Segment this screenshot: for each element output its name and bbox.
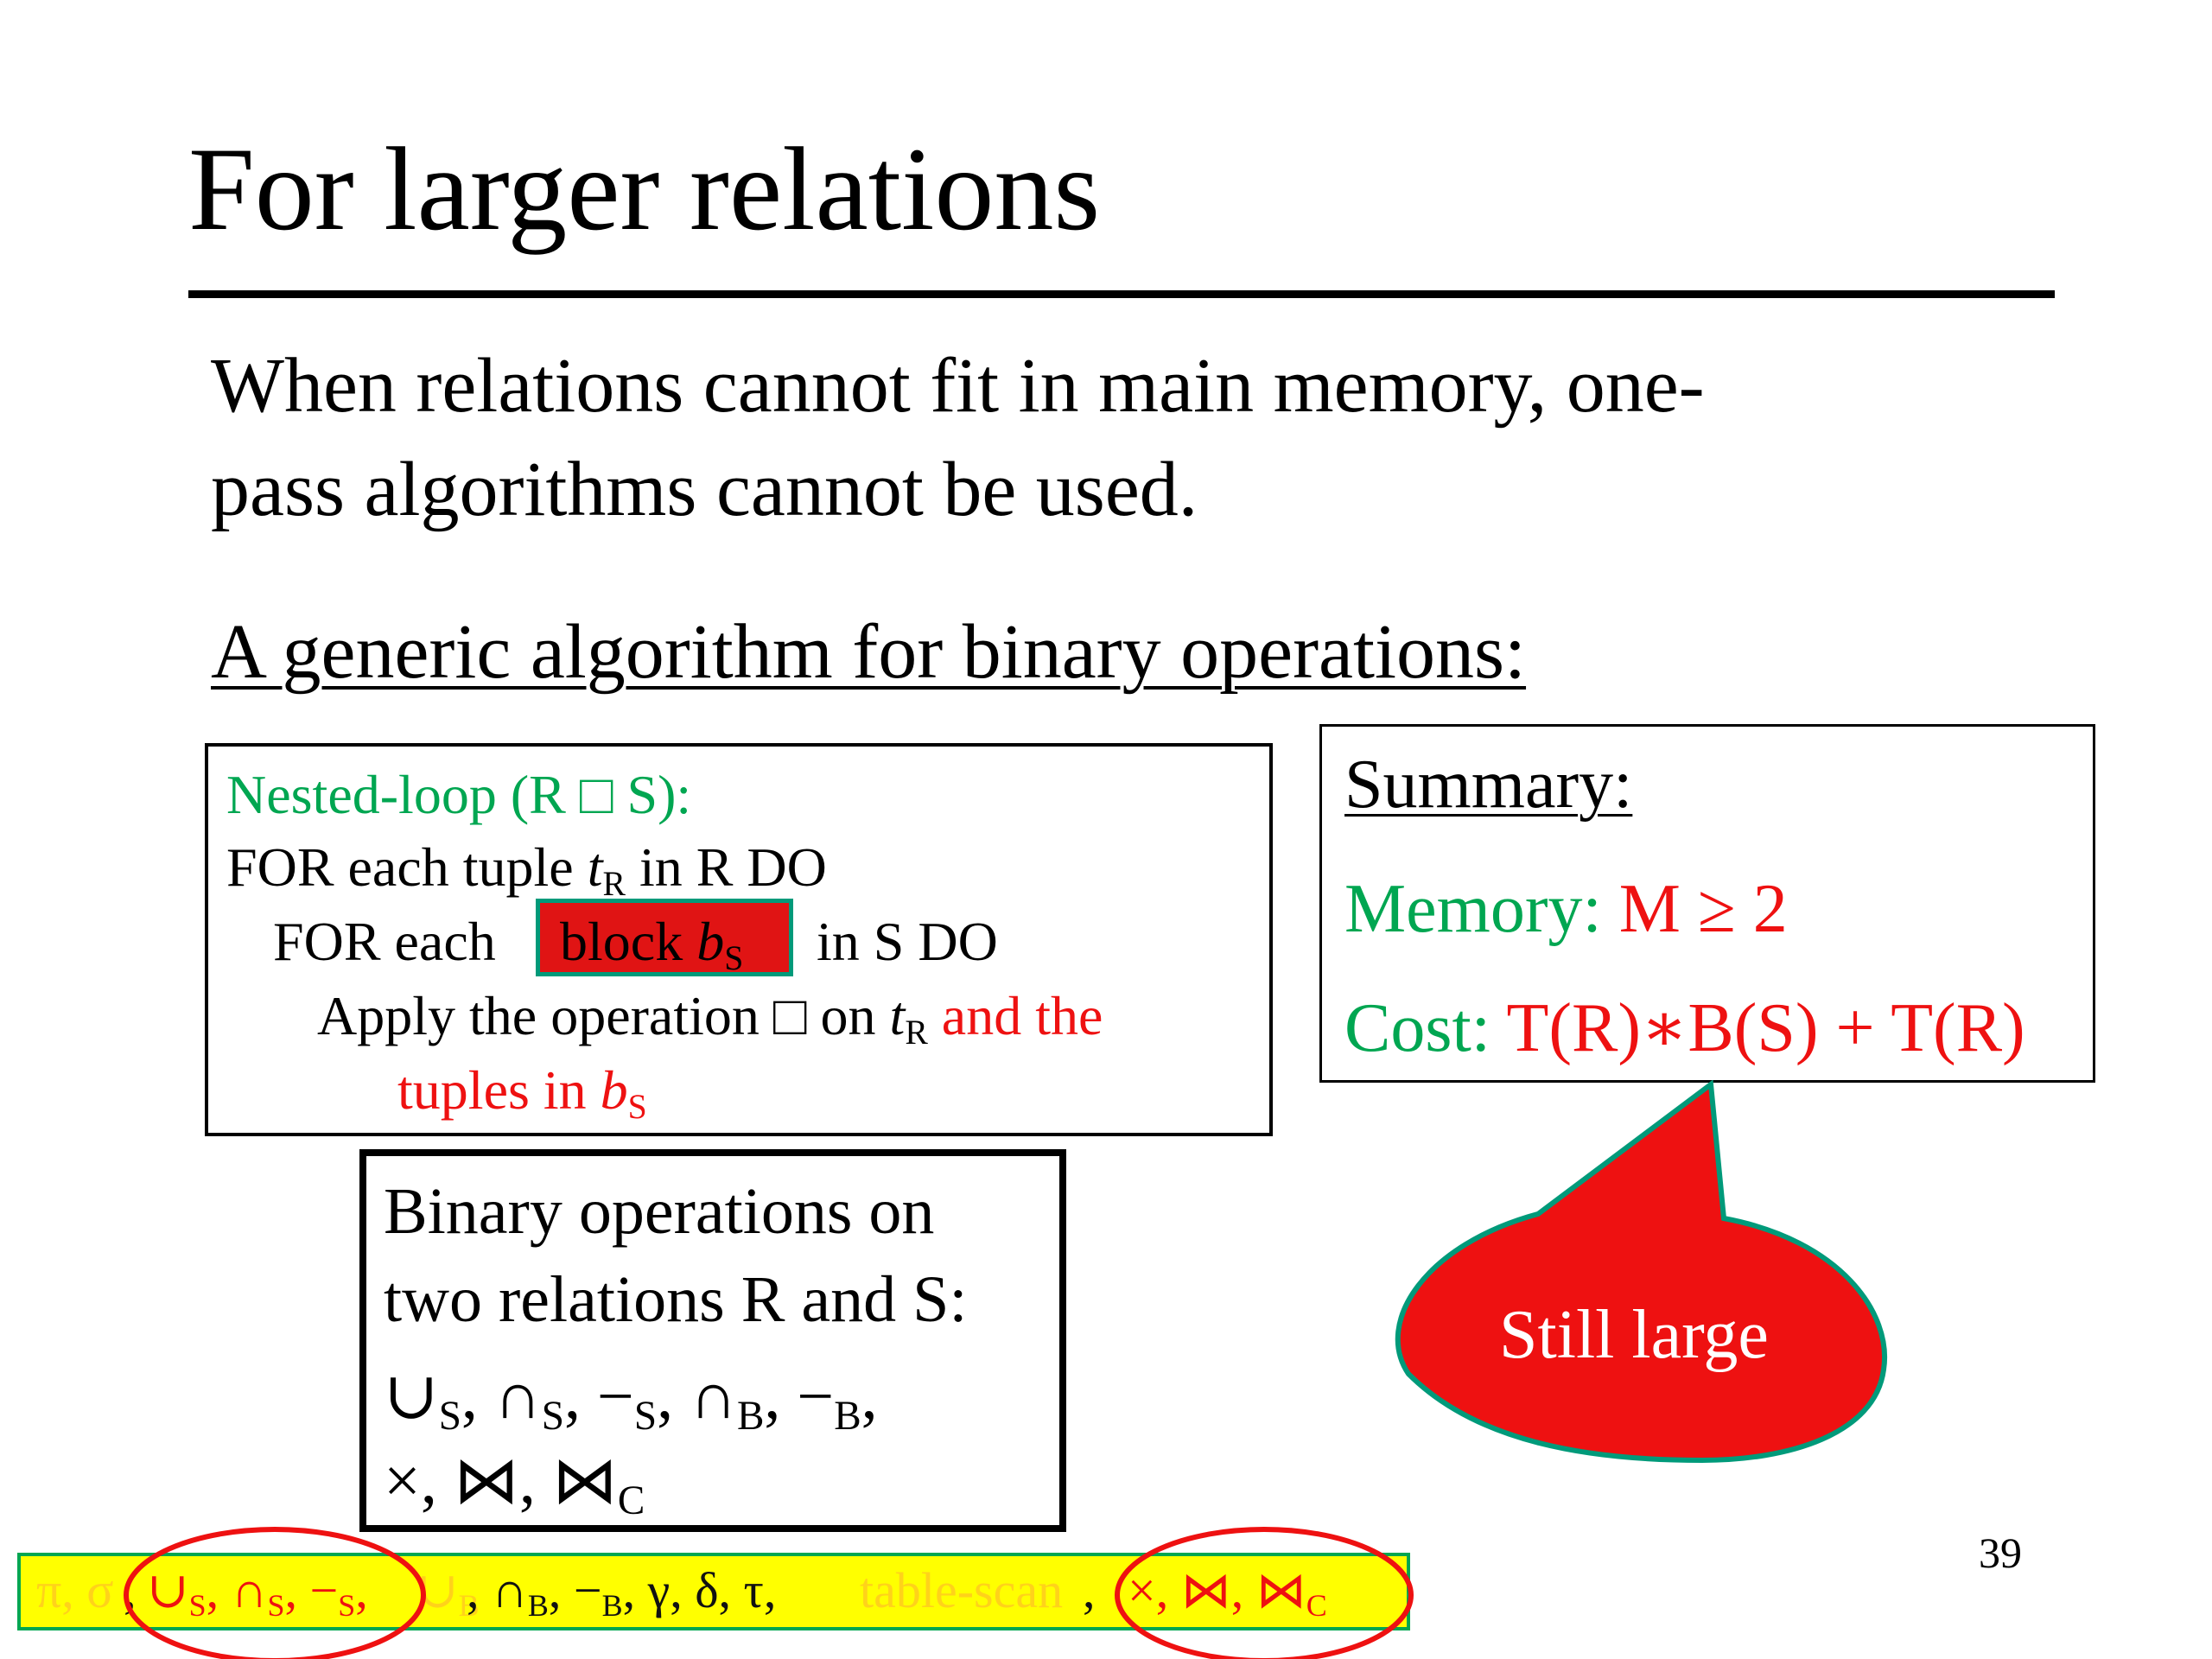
summary-box <box>1319 724 2095 1083</box>
title-rule <box>188 290 2055 298</box>
slide-title: For larger relations <box>188 123 1101 255</box>
binary-ops-line-1: Binary operations on <box>384 1175 935 1248</box>
bottom-comma: , <box>124 1562 137 1618</box>
summary-memory: Memory: M ≥ 2 <box>1344 871 1788 947</box>
algorithm-line-4: tuples in bS <box>397 1059 647 1127</box>
bottom-set-ops: ∪S, ∩S, −S, <box>147 1562 368 1624</box>
generic-algorithm-heading: A generic algorithm for binary operation… <box>211 609 1527 695</box>
bottom-binary-ops: ×, ⋈, ⋈C <box>1128 1562 1327 1624</box>
binary-ops-line-2: two relations R and S: <box>384 1263 968 1336</box>
algorithm-line-2-suffix: in S DO <box>817 911 998 972</box>
algorithm-line-3: Apply the operation □ on tR and the <box>317 985 1103 1052</box>
bottom-pi-sigma: π, σ <box>36 1562 114 1618</box>
intro-line-1: When relations cannot fit in main memory… <box>211 343 1705 429</box>
bottom-comma-2: , <box>1083 1562 1096 1618</box>
algorithm-line-1: FOR each tuple tR in R DO <box>226 836 827 904</box>
intro-line-2: pass algorithms cannot be used. <box>211 447 1198 532</box>
binary-ops-row-2: ×, ⋈, ⋈C <box>384 1445 645 1524</box>
block-highlight <box>536 899 793 976</box>
summary-cost: Cost: T(R)∗B(S) + T(R) <box>1344 990 2025 1066</box>
algorithm-header: Nested-loop (R □ S): <box>226 764 692 825</box>
bottom-table-scan: table-scan <box>860 1562 1064 1618</box>
bottom-bag-ops: , ∩B, −B, γ, δ, τ, <box>467 1562 777 1624</box>
callout-bubble <box>1395 1080 1888 1464</box>
algorithm-box <box>205 743 1273 1136</box>
page-number: 39 <box>1979 1529 2022 1577</box>
binary-ops-row-1: ∪S, ∩S, −S, ∩B, −B, <box>384 1360 878 1440</box>
block-label: block bS <box>560 911 744 978</box>
algorithm-line-2-prefix: FOR each <box>273 911 496 972</box>
callout-text: Still large <box>1499 1297 1769 1373</box>
binary-operations-box <box>359 1149 1066 1532</box>
summary-label: Summary: <box>1344 747 1633 823</box>
callout-shape <box>1395 1080 1888 1464</box>
